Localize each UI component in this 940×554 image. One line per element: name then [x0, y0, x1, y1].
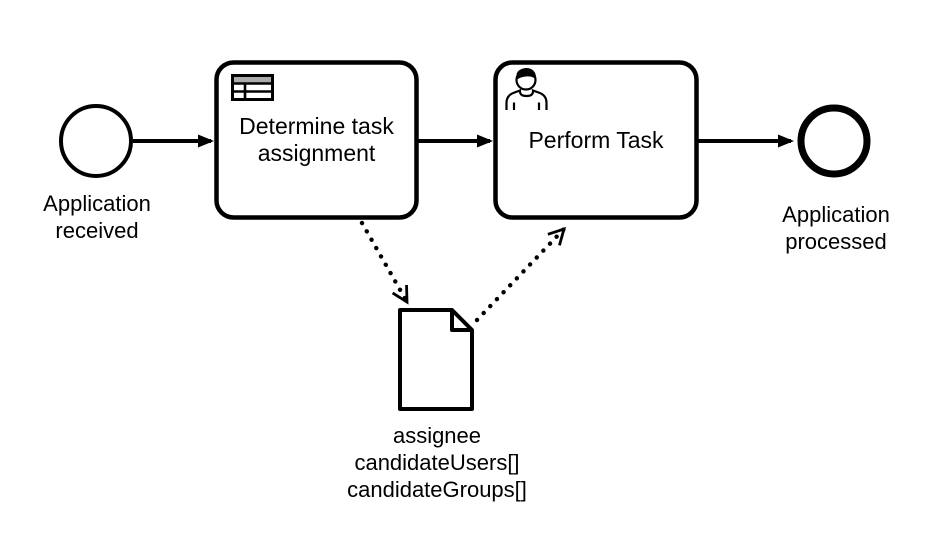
data-association-determine-to-dataobject[interactable] — [359, 220, 410, 305]
data-object-shape[interactable] — [398, 308, 474, 411]
start-event-circle[interactable] — [59, 104, 133, 178]
user-icon — [505, 67, 548, 110]
data-association-dataobject-to-perform[interactable] — [474, 226, 567, 323]
end-event-circle[interactable] — [797, 104, 871, 178]
task-determine-assignment-shape[interactable] — [214, 60, 419, 220]
business-rule-table-icon — [231, 74, 274, 101]
